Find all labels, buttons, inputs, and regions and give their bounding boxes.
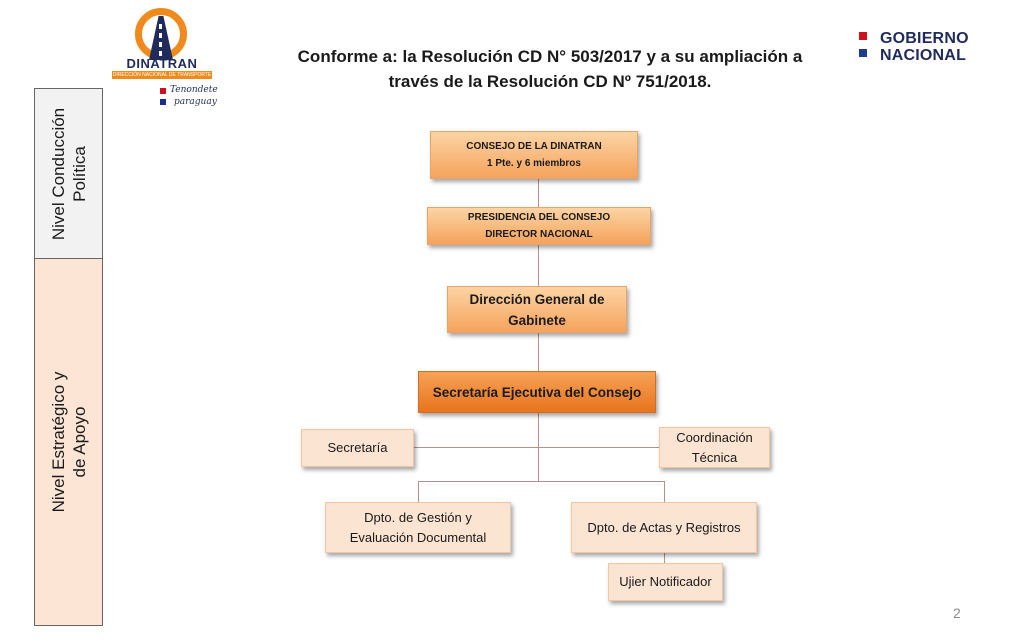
node-dpto-gestion: Dpto. de Gestión y Evaluación Documental <box>325 502 511 553</box>
level-top-line2: Política <box>69 145 89 202</box>
flag-blue-icon <box>160 99 166 105</box>
level-estrategico-apoyo: Nivel Estratégico y de Apoyo <box>34 258 103 626</box>
node-secretaria: Secretaría <box>301 429 414 467</box>
connector-dpto-gestion <box>418 481 419 502</box>
gov-blue-square-icon <box>859 49 867 57</box>
direccion-line1: Dirección General de <box>469 291 605 307</box>
gov-line2: NACIONAL <box>880 47 967 64</box>
dpto-gestion-line1: Dpto. de Gestión y <box>364 509 472 525</box>
logo-subtitle: DIRECCIÓN NACIONAL DE TRANSPORTE <box>112 71 212 79</box>
page-number: 2 <box>953 605 961 621</box>
node-dpto-actas: Dpto. de Actas y Registros <box>571 502 757 553</box>
gov-logo-text: GOBIERNO NACIONAL <box>880 30 969 64</box>
gov-line1: GOBIERNO <box>880 30 969 47</box>
flag-red-icon <box>160 88 166 94</box>
connector-direccion-secretaria-ejecutiva <box>538 333 539 371</box>
node-consejo: CONSEJO DE LA DINATRAN 1 Pte. y 6 miembr… <box>430 131 638 179</box>
title-line1: Conforme a: la Resolución CD N° 503/2017… <box>297 47 803 66</box>
coordinacion-line1: Coordinación <box>676 429 753 445</box>
page-title: Conforme a: la Resolución CD N° 503/2017… <box>270 44 830 94</box>
logo-name: DINATRAN <box>126 56 198 71</box>
connector-consejo-presidencia <box>538 179 539 207</box>
node-secretaria-ejecutiva: Secretaría Ejecutiva del Consejo <box>418 371 656 413</box>
consejo-line2: 1 Pte. y 6 miembros <box>487 158 581 169</box>
slogan-line2: paraguay <box>174 97 217 107</box>
connector-dptos-horizontal <box>418 481 664 482</box>
ujier-label: Ujier Notificador <box>619 574 712 589</box>
connector-staff-horizontal <box>414 447 659 448</box>
gov-red-square-icon <box>859 32 867 40</box>
dpto-gestion-line2: Evaluación Documental <box>349 529 487 545</box>
node-ujier-notificador: Ujier Notificador <box>608 563 723 601</box>
direccion-line2: Gabinete <box>508 312 566 328</box>
level-bottom-line1: Nivel Estratégico y <box>48 371 68 513</box>
connector-presidencia-direccion <box>538 245 539 286</box>
level-top-label: Nivel Conducción Política <box>48 107 90 239</box>
secretaria-ejecutiva-label: Secretaría Ejecutiva del Consejo <box>432 384 642 400</box>
dpto-actas-label: Dpto. de Actas y Registros <box>587 519 741 535</box>
level-bottom-line2: de Apoyo <box>69 406 89 478</box>
node-presidencia: PRESIDENCIA DEL CONSEJO DIRECTOR NACIONA… <box>427 207 651 245</box>
node-direccion-general: Dirección General de Gabinete <box>447 286 627 333</box>
presidencia-line2: DIRECTOR NACIONAL <box>485 229 593 240</box>
secretaria-label: Secretaría <box>327 440 388 455</box>
level-bottom-label: Nivel Estratégico y de Apoyo <box>48 372 90 513</box>
node-coordinacion-tecnica: Coordinación Técnica <box>659 427 770 468</box>
connector-actas-ujier <box>664 553 665 563</box>
presidencia-line1: PRESIDENCIA DEL CONSEJO <box>467 212 611 223</box>
title-line2: través de la Resolución CD Nº 751/2018. <box>388 72 712 91</box>
coordinacion-line2: Técnica <box>691 449 738 465</box>
road-line-icon <box>159 24 162 58</box>
consejo-line1: CONSEJO DE LA DINATRAN <box>466 141 602 152</box>
connector-dpto-actas <box>664 481 665 502</box>
slogan-line1: Tenondete <box>170 85 218 95</box>
level-top-line1: Nivel Conducción <box>48 107 68 240</box>
level-conduccion-politica: Nivel Conducción Política <box>34 88 103 259</box>
